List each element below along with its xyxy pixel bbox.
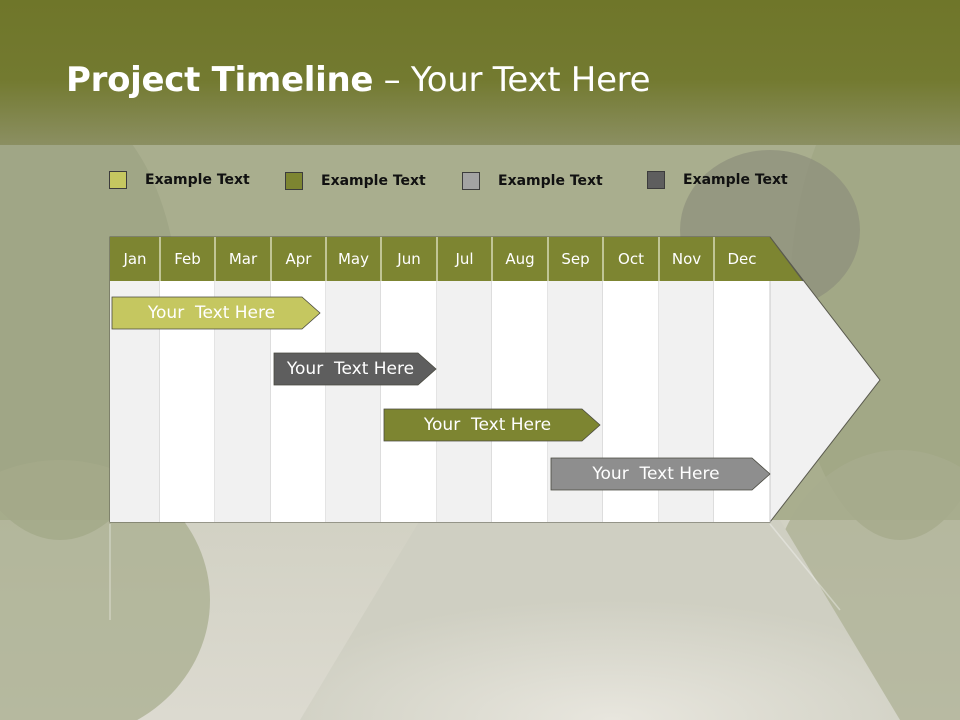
month-label-may: May	[337, 250, 369, 268]
month-label-apr: Apr	[285, 250, 312, 268]
month-column-jun	[381, 281, 437, 522]
month-label-feb: Feb	[174, 250, 201, 268]
legend-swatch	[285, 172, 303, 190]
legend-label: Example Text	[498, 173, 603, 189]
task-bar-2	[273, 352, 437, 386]
month-label-mar: Mar	[228, 250, 258, 268]
month-label-oct: Oct	[618, 250, 644, 268]
legend-label: Example Text	[145, 172, 250, 188]
header-dividers	[159, 237, 715, 281]
timeline-header	[110, 237, 803, 281]
legend-item-2: Example Text	[285, 172, 426, 190]
title-rest: – Your Text Here	[373, 60, 651, 100]
legend-swatch	[462, 172, 480, 190]
task-label-1: Your Text Here	[147, 303, 276, 323]
legend-label: Example Text	[683, 172, 788, 188]
month-column-may	[326, 281, 381, 522]
task-bar-1	[111, 296, 321, 330]
month-label-jan: Jan	[123, 250, 147, 268]
month-label-dec: Dec	[727, 250, 757, 268]
legend-swatch	[647, 171, 665, 189]
legend-item-1: Example Text	[109, 171, 250, 189]
legend-item-4: Example Text	[647, 171, 788, 189]
title-bold: Project Timeline	[66, 60, 374, 100]
month-label-aug: Aug	[505, 250, 535, 268]
timeline-reflection	[109, 523, 841, 620]
legend-item-3: Example Text	[462, 172, 603, 190]
task-bar-3	[383, 408, 601, 442]
month-label-jun: Jun	[397, 250, 421, 268]
legend-label: Example Text	[321, 173, 426, 189]
month-label-nov: Nov	[671, 250, 702, 268]
page-title: Project Timeline – Your Text Here	[66, 60, 651, 100]
legend-swatch	[109, 171, 127, 189]
month-label-jul: Jul	[455, 250, 474, 268]
task-label-3: Your Text Here	[423, 415, 552, 435]
task-label-2: Your Text Here	[286, 359, 415, 379]
month-column-aug	[492, 281, 548, 522]
task-bars	[111, 296, 771, 491]
task-bar-4	[550, 457, 771, 491]
month-label-sep: Sep	[561, 250, 590, 268]
month-column-jul	[437, 281, 492, 522]
task-label-4: Your Text Here	[592, 464, 720, 484]
